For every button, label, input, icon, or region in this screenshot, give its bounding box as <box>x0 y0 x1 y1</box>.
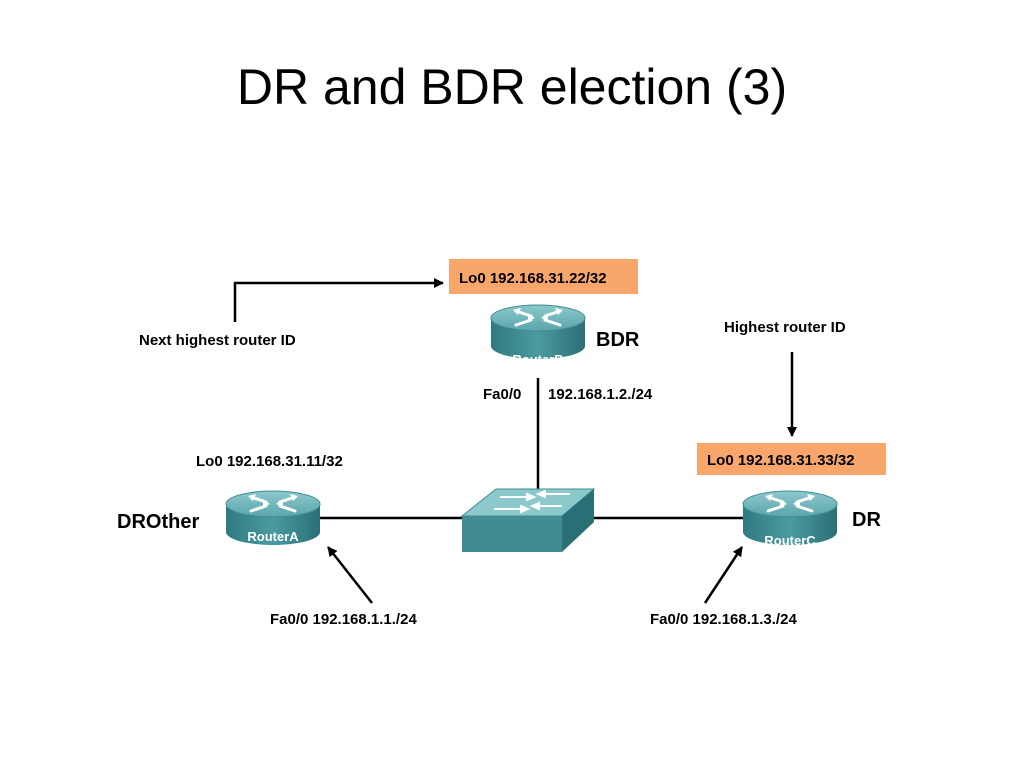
router-c: RouterC DR <box>741 489 881 548</box>
router-a: RouterA DROther <box>117 489 322 547</box>
highest-label: Highest router ID <box>724 319 846 336</box>
router-b-interface-name: Fa0/0 <box>483 386 521 403</box>
router-c-loopback-box: Lo0 192.168.31.33/32 <box>697 443 886 475</box>
slide-title: DR and BDR election (3) <box>236 59 788 115</box>
router-a-loopback: Lo0 192.168.31.11/32 <box>196 453 343 470</box>
router-a-name: RouterA <box>247 529 299 544</box>
router-c-role: DR <box>852 509 881 531</box>
router-c-loopback: Lo0 192.168.31.33/32 <box>707 452 855 469</box>
router-b-role: BDR <box>596 329 640 351</box>
router-c-interface-arrow <box>703 546 744 604</box>
router-b-loopback: Lo0 192.168.31.22/32 <box>459 270 607 287</box>
router-b: RouterB BDR <box>489 303 640 367</box>
switch-icon <box>460 488 596 552</box>
router-a-interface: Fa0/0 192.168.1.1./24 <box>270 611 417 628</box>
next-highest-arrow <box>233 278 444 322</box>
router-b-loopback-box: Lo0 192.168.31.22/32 <box>449 259 638 294</box>
router-c-interface: Fa0/0 192.168.1.3./24 <box>650 611 797 628</box>
router-b-interface-ip: 192.168.1.2./24 <box>548 386 653 403</box>
next-highest-label: Next highest router ID <box>139 332 296 349</box>
router-b-name: RouterB <box>512 352 563 367</box>
router-icon <box>489 303 587 361</box>
router-c-name: RouterC <box>764 533 816 548</box>
router-a-interface-arrow <box>327 546 373 604</box>
network-links <box>320 378 744 520</box>
router-a-role: DROther <box>117 511 199 533</box>
